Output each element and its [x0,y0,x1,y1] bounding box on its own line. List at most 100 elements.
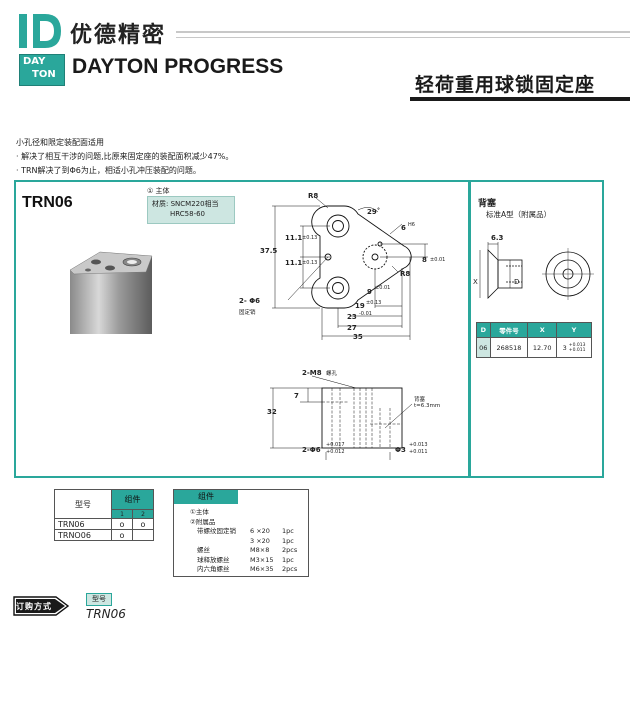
dim-r8-right: R8 [400,270,411,278]
order-button[interactable]: 订购方式 [16,602,52,611]
dim-37-5: 37.5 [260,247,278,255]
main-body-label: ① 主体 [147,187,170,195]
brand-cn: 优德精密 [70,23,167,48]
dim-8: 8 [422,256,427,264]
dim-bot-pin-tol2: +0.012 [326,449,345,455]
order-code-label: 型号 [86,593,112,606]
backing-td-d: 06 [476,337,491,358]
dim-19-tol: ±0.13 [366,300,382,306]
logo-ton: TON [32,69,56,80]
header-rule [176,31,630,33]
dim-9-tol: ±0.01 [375,285,391,291]
table-row: 06 268518 12.70 3 +0.013 +0.011 [476,337,592,358]
dim-pin: 2- Φ6 [239,297,261,305]
logo-day: DAY [23,56,46,67]
dim-r8-top: R8 [308,192,319,200]
combo-th-sub2: 2 [132,509,154,519]
dim-bot-pin: 2-Φ6 [302,446,321,454]
backing-table: D 零件号 X Y 06 268518 12.70 3 +0.013 +0.01… [476,322,592,358]
combo-row2-c1: o [111,529,133,541]
backing-subtitle: 标准A型（附属品） [486,210,552,219]
title-underline [410,97,630,101]
dim-9: 9 [367,288,372,296]
backing-y-tol1: +0.013 [568,342,586,348]
combo-row1-model: TRN06 [54,518,112,530]
dim-11-1-b: 11.1 [285,259,303,267]
backing-td-x: 12.70 [527,337,558,358]
top-view-drawing [272,197,428,340]
dim-angle: 29˚ [367,208,381,216]
page-title: 轻荷重用球锁固定座 [415,74,596,96]
order-arrow-icon [13,596,70,616]
combo-th-sub1: 1 [111,509,133,519]
dim-35: 35 [353,333,363,341]
dim-backing-t: t=6.3mm [414,403,441,409]
dayton-logo: DAY TON [19,54,65,86]
dim-pin-label: 固定销 [239,310,256,316]
dim-6-tol: H6 [408,222,415,228]
backing-y-tol2: +0.011 [568,347,586,353]
dim-bot-phi3-tol2: +0.011 [409,449,428,455]
combo-table: 型号 组件 1 2 TRN06 o o TRNO06 o [54,489,154,541]
backing-th-x: X [527,322,558,338]
desc-line-1: 小孔径和限定装配面适用 [16,138,104,147]
material-box: 材质: SNCM220相当 HRC58-60 [147,196,235,224]
side-view-drawing [270,375,413,460]
dim-23-tol: -0.01 [359,311,372,317]
backing-drawing [479,242,594,300]
component-row: ①主体 [190,508,209,516]
dim-backing: 背塞 [414,397,426,403]
dim-bot-phi3: Φ3 [395,446,406,454]
dim-27: 27 [347,324,357,332]
dim-m8: 2-M8 [302,369,322,377]
desc-line-2: · 解决了相互干涉的问题,比原来固定座的装配面积减少47%。 [16,152,234,161]
backing-th-part: 零件号 [489,322,529,338]
dim-23: 23 [347,313,357,321]
dim-32: 32 [267,408,277,416]
dim-7: 7 [294,392,299,400]
table-row: TRNO06 o [54,529,154,541]
backing-th-y: Y [556,322,592,338]
dim-6: 6 [401,224,406,232]
product-photo [69,251,153,334]
brand-en: DAYTON PROGRESS [72,55,284,78]
components-box: 组件 [173,489,309,577]
dim-11-1-a-tol: ±0.13 [302,235,318,241]
jd-logo-icon [19,14,61,48]
order-code-value: TRN06 [86,607,126,621]
backing-td-y: 3 +0.013 +0.011 [556,337,592,358]
backing-y-val: 3 [562,343,567,352]
dim-19: 19 [355,302,365,310]
backing-dim-d: D [514,278,520,286]
backing-title: 背塞 [478,199,497,209]
combo-th-model: 型号 [54,489,112,519]
backing-td-part: 268518 [489,337,529,358]
components-title: 组件 [174,490,238,504]
combo-th-group: 组件 [111,489,154,510]
backing-dim-x: X [473,278,478,286]
combo-row1-c1: o [111,518,133,530]
desc-line-3: · TRN解决了到Φ6为止，相适小孔冲压装配的问题。 [16,166,201,175]
dim-8-tol: ±0.01 [430,257,446,263]
backing-dim-6-3: 6.3 [491,234,504,242]
combo-row2-c2 [132,529,154,541]
dim-11-1-a: 11.1 [285,234,303,242]
part-code: TRN06 [22,194,73,211]
dim-m8-label: 螺孔 [326,371,338,377]
combo-row1-c2: o [132,518,154,530]
component-row: ②附属品 [190,517,216,526]
dim-11-1-b-tol: ±0.13 [302,260,318,266]
combo-row2-model: TRNO06 [54,529,112,541]
header-rule-thin [176,37,630,38]
material-line-2: HRC58-60 [170,210,206,218]
dim-bot-phi3-tol1: +0.013 [409,442,428,448]
backing-th-d: D [476,322,491,338]
dim-bot-pin-tol1: +0.017 [326,442,345,448]
table-row: TRN06 o o [54,518,154,530]
